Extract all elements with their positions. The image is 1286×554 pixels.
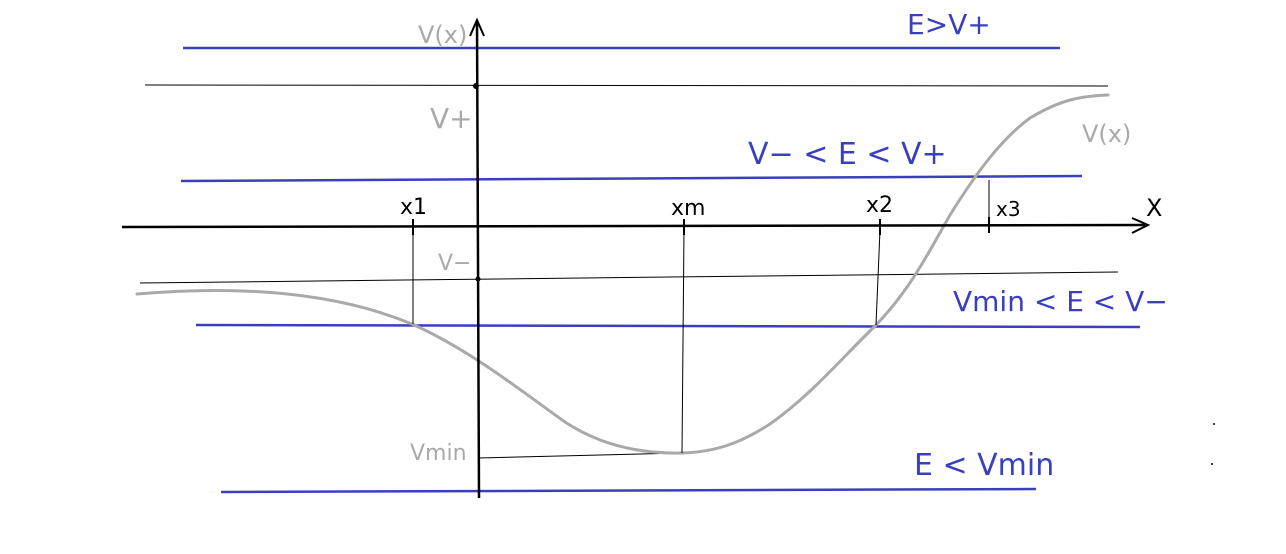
v-minus-reference-line xyxy=(139,271,1119,284)
x3-label: x3 xyxy=(996,197,1021,221)
x2-drop-line xyxy=(875,229,881,326)
energy-line-between-lower xyxy=(195,323,1141,329)
energy-label-between-lower: Vmin < E < V− xyxy=(953,285,1168,318)
x-axis xyxy=(121,223,1146,229)
v-min-reference-line xyxy=(477,452,683,459)
energy-line-below xyxy=(220,487,1037,494)
curve-label: V(x) xyxy=(1082,120,1131,148)
potential-curve xyxy=(135,93,1110,455)
v-minus-label: V− xyxy=(438,251,471,276)
energy-label-below: E < Vmin xyxy=(914,448,1054,483)
v-plus-label: V+ xyxy=(430,102,473,135)
energy-line-between-upper xyxy=(180,174,1083,183)
y-axis xyxy=(475,21,481,499)
v-minus-dot xyxy=(475,276,481,282)
x-axis-arrowhead xyxy=(1131,217,1151,234)
xm-label: xm xyxy=(671,196,705,221)
x1-label: x1 xyxy=(400,195,427,220)
energy-label-between-upper: V− < E < V+ xyxy=(748,137,947,172)
x-axis-label: X xyxy=(1146,194,1162,222)
xm-drop-line xyxy=(681,229,685,454)
speck-mark xyxy=(1211,463,1213,465)
v-plus-dot xyxy=(473,83,479,89)
v-plus-reference-line xyxy=(144,84,1109,87)
y-axis-label: V(x) xyxy=(418,21,467,49)
speck-mark xyxy=(1213,423,1215,425)
energy-label-above: E>V+ xyxy=(907,8,991,41)
x2-label: x2 xyxy=(866,193,893,218)
v-min-label: Vmin xyxy=(410,441,467,466)
y-axis-arrowhead xyxy=(469,17,485,37)
